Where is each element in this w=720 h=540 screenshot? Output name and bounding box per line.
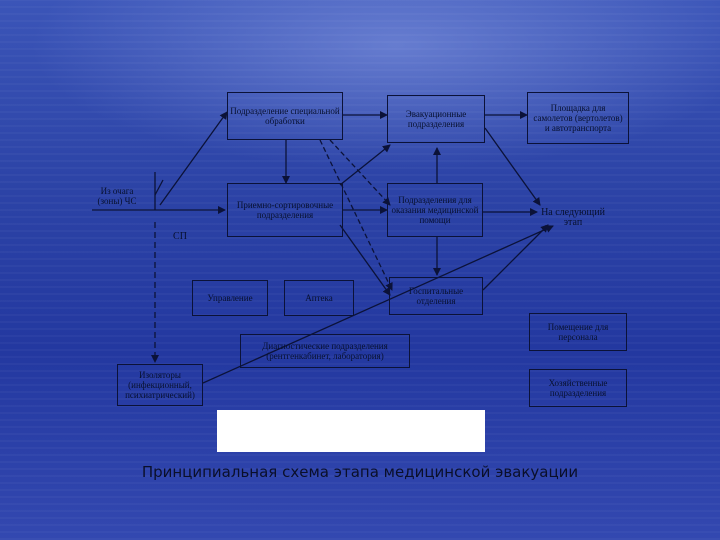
slide-caption: Принципиальная схема этапа медицинской э…: [141, 463, 579, 481]
dashed-special-to-medical: [329, 139, 391, 206]
box-management: Управление: [192, 280, 268, 316]
box-landing-site: Площадка для самолетов (вертолетов) и ав…: [527, 92, 629, 144]
box-evacuation: Эвакуационные подразделения: [387, 95, 485, 143]
box-isolators: Изоляторы (инфекционный, психиатрический…: [117, 364, 203, 406]
arrow-evacuation-to-next: [484, 127, 541, 206]
dashed-special-to-hospital: [319, 139, 393, 291]
box-reception-sorting: Приемно-сортировочные подразделения: [227, 183, 343, 237]
box-medical-care: Подразделения для оказания медицинской п…: [387, 183, 483, 237]
next-stage-label: На следующий этап: [541, 207, 605, 228]
sky-background: [0, 0, 720, 180]
box-special-treatment: Подразделение специальной обработки: [227, 92, 343, 140]
arrow-isolators-to-next: [202, 225, 554, 384]
box-diagnostic: Диагностические подразделения (рентгенка…: [240, 334, 410, 368]
sp-label: СП: [173, 231, 187, 242]
box-hospital: Госпитальные отделения: [389, 277, 483, 315]
arrow-reception-to-hospital: [339, 224, 391, 296]
arrow-to-special-treatment: [159, 111, 228, 206]
blank-white-box: [217, 410, 485, 452]
arrow-hospital-to-next: [482, 224, 549, 291]
post-diag: [154, 179, 164, 196]
box-pharmacy: Аптека: [284, 280, 354, 316]
origin-label: Из очага (зоны) ЧС: [97, 186, 137, 206]
box-staff-rooms: Помещение для персонала: [529, 313, 627, 351]
arrow-reception-to-evacuation: [339, 144, 391, 186]
box-household: Хозяйственные подразделения: [529, 369, 627, 407]
